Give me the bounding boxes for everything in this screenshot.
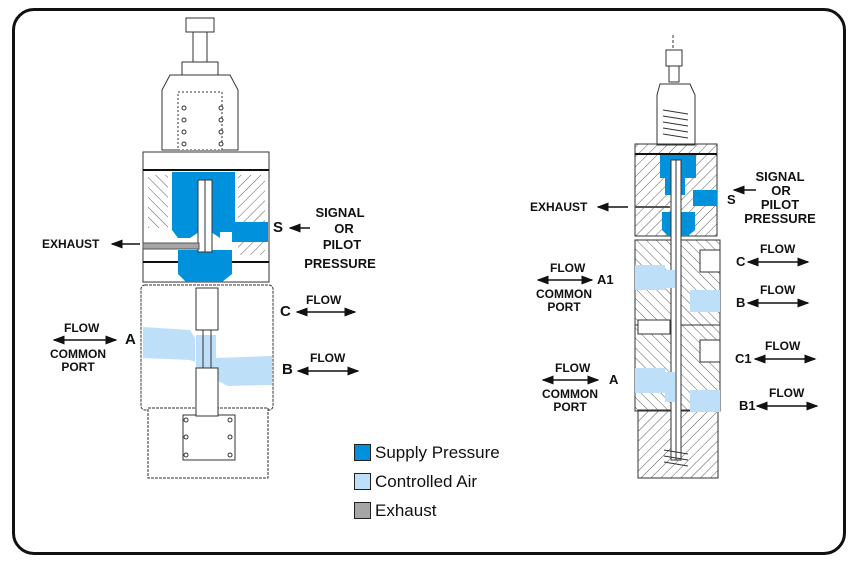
- left-b-flow-label: FLOW: [310, 351, 346, 365]
- legend-label: Controlled Air: [375, 471, 478, 491]
- controlled-swatch: [354, 473, 371, 490]
- right-arrows: [536, 185, 819, 411]
- common-line: PORT: [61, 360, 95, 374]
- signal-line: PILOT: [322, 237, 362, 252]
- legend: Supply Pressure Controlled Air Exhaust: [354, 438, 500, 525]
- left-supply-chamber: [172, 172, 268, 242]
- supply-swatch: [354, 444, 371, 461]
- right-adjust-nut: [665, 49, 683, 67]
- common-line: COMMON: [536, 287, 592, 301]
- right-b-flow-label: FLOW: [760, 283, 796, 297]
- common-line: COMMON: [50, 347, 106, 361]
- left-exhaust-passage: [142, 242, 200, 250]
- left-adjust-screw: [181, 17, 219, 76]
- left-arrows: [52, 223, 360, 376]
- left-signal-label: SIGNAL OR PILOT PRESSURE: [300, 205, 380, 275]
- left-a-flow-label: FLOW: [64, 321, 100, 335]
- right-c-port-label: C: [736, 254, 746, 269]
- legend-item-controlled: Controlled Air: [354, 467, 500, 496]
- left-controlled-port-b: [216, 356, 272, 386]
- right-b-port-label: B: [736, 295, 746, 310]
- left-s-port-label: S: [273, 219, 284, 236]
- right-signal-label: SIGNAL OR PILOT PRESSURE: [740, 170, 820, 226]
- right-controlled-a1: [635, 265, 665, 290]
- signal-line: OR: [771, 183, 791, 198]
- signal-line: SIGNAL: [755, 169, 805, 184]
- legend-item-exhaust: Exhaust: [354, 496, 500, 525]
- right-controlled-b1: [690, 390, 720, 412]
- common-line: COMMON: [542, 387, 598, 401]
- left-spring: [181, 105, 224, 147]
- right-spring: [662, 109, 689, 139]
- common-line: PORT: [547, 300, 581, 314]
- left-supply-lower: [178, 250, 232, 282]
- right-b1-port-label: B1: [739, 398, 756, 413]
- right-c1-port-label: C1: [735, 351, 752, 366]
- right-exhaust-label: EXHAUST: [530, 200, 588, 214]
- left-a-port-label: A: [125, 331, 136, 348]
- left-c-port-label: C: [280, 303, 291, 320]
- right-a1-flow-label: FLOW: [550, 261, 586, 275]
- legend-label: Supply Pressure: [375, 442, 500, 462]
- right-b1-flow-label: FLOW: [769, 386, 805, 400]
- right-c-flow-label: FLOW: [760, 242, 796, 256]
- left-exhaust-label: EXHAUST: [42, 237, 100, 251]
- right-controlled-a: [635, 368, 665, 393]
- left-b-port-label: B: [282, 361, 293, 378]
- left-common-port-label: COMMON PORT: [50, 348, 106, 374]
- signal-line: PRESSURE: [304, 256, 376, 271]
- exhaust-swatch: [354, 502, 371, 519]
- right-a-common-port-label: COMMON PORT: [542, 388, 598, 414]
- right-controlled-b: [690, 290, 720, 312]
- right-a1-port-label: A1: [597, 272, 614, 287]
- right-a-flow-label: FLOW: [555, 361, 591, 375]
- signal-line: OR: [334, 221, 354, 236]
- common-line: PORT: [553, 400, 587, 414]
- diagram-frame: [12, 8, 846, 555]
- left-controlled-port-a: [143, 327, 195, 362]
- signal-line: SIGNAL: [315, 205, 365, 220]
- right-a1-common-port-label: COMMON PORT: [536, 288, 592, 314]
- right-supply-port-s: [693, 190, 717, 206]
- right-a-port-label: A: [609, 372, 619, 387]
- legend-item-supply: Supply Pressure: [354, 438, 500, 467]
- right-valve: [634, 35, 721, 479]
- left-c-flow-label: FLOW: [306, 293, 342, 307]
- legend-label: Exhaust: [375, 500, 437, 520]
- left-valve: [140, 17, 274, 479]
- right-c1-flow-label: FLOW: [765, 339, 801, 353]
- signal-line: PRESSURE: [744, 211, 816, 226]
- right-s-port-label: S: [727, 192, 736, 207]
- signal-line: PILOT: [760, 197, 800, 212]
